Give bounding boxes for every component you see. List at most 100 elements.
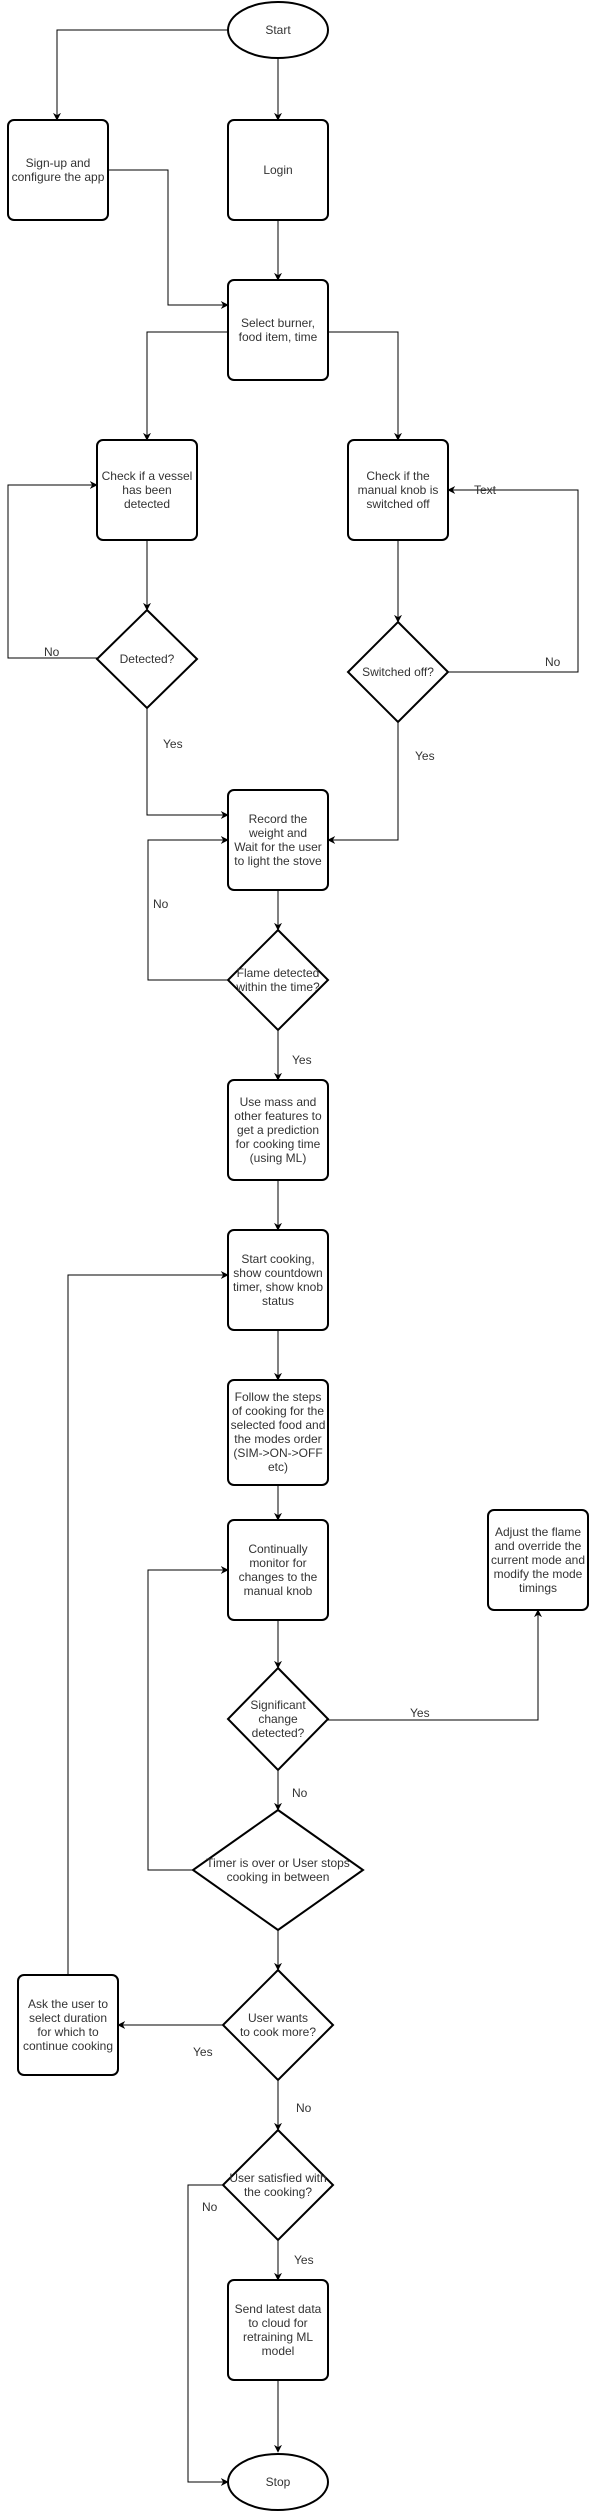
node-label: Detected?: [120, 652, 175, 666]
node-label-line: detected: [124, 497, 170, 511]
node-label-line: detected?: [252, 1726, 305, 1740]
node-select: Select burner,food item, time: [227, 279, 329, 381]
node-label-line: Stop: [266, 2475, 291, 2489]
node-label-line: change: [258, 1712, 298, 1726]
node-label-line: other features to: [234, 1109, 322, 1123]
node-label-line: (SIM->ON->OFF: [233, 1446, 322, 1460]
node-label-line: Flame detected: [237, 966, 320, 980]
node-label-line: select duration: [29, 2011, 107, 2025]
node-label-line: timer, show knob: [233, 1280, 323, 1294]
edge-significant-yes: [328, 1609, 542, 1721]
node-label: Start: [265, 23, 291, 37]
edge-detected-no: [7, 481, 98, 659]
node-label-line: etc): [268, 1460, 288, 1474]
node-label-line: current mode and: [491, 1553, 585, 1567]
edge-detected-yes: [146, 708, 229, 819]
node-label-line: Wait for the user: [234, 840, 322, 854]
edge-satisfied-no: [187, 2184, 229, 2486]
node-label-line: User satisfied with: [229, 2171, 326, 2185]
edge-ask-startcooking: [67, 1271, 229, 1975]
node-label-line: switched off: [366, 497, 430, 511]
node-label-line: changes to the: [239, 1570, 318, 1584]
node-label-line: to cloud for: [248, 2316, 307, 2330]
node-label-line: timings: [519, 1581, 557, 1595]
node-label-line: Use mass and: [240, 1095, 317, 1109]
node-label: Switched off?: [362, 665, 434, 679]
node-label-line: Significant: [250, 1698, 306, 1712]
node-label-line: retraining ML: [243, 2330, 313, 2344]
edge-switched-no: [447, 486, 579, 673]
node-label-line: User wants: [248, 2011, 308, 2025]
node-label-line: Send latest data: [235, 2302, 322, 2316]
node-label-line: show countdown: [233, 1266, 322, 1280]
node-label-line: the modes order: [234, 1432, 321, 1446]
edge-labels: Text No No Yes Yes No Yes Yes No Yes No …: [44, 483, 561, 2267]
node-stop: Stop: [227, 2453, 329, 2511]
edges: [7, 29, 579, 2486]
node-label-line: Adjust the flame: [495, 1525, 581, 1539]
edge-label-yes-satisfied: Yes: [294, 2253, 314, 2267]
node-label-line: of cooking for the: [232, 1404, 324, 1418]
node-start: Start: [227, 1, 329, 59]
node-label: Select burner,food item, time: [239, 316, 318, 344]
node-label-line: modify the mode: [494, 1567, 583, 1581]
node-label-line: food item, time: [239, 330, 318, 344]
node-label-line: for which to: [37, 2025, 99, 2039]
edge-switched-yes: [327, 722, 399, 844]
node-label-line: Start cooking,: [241, 1252, 314, 1266]
node-label-line: Sign-up and: [26, 156, 91, 170]
node-switched-off: Switched off?: [346, 620, 450, 724]
edge-signup-select: [108, 169, 229, 309]
node-label-line: Record the: [249, 812, 308, 826]
node-label-line: Timer is over or User stops: [206, 1856, 350, 1870]
node-label-line: Continually: [248, 1542, 307, 1556]
node-label-line: Check if the: [366, 469, 430, 483]
node-label-line: Detected?: [120, 652, 175, 666]
node-label-line: get a prediction: [237, 1123, 319, 1137]
node-label-line: selected food and: [231, 1418, 326, 1432]
edge-label-yes-flame: Yes: [292, 1053, 312, 1067]
node-label-line: Follow the steps: [235, 1390, 322, 1404]
node-label-line: manual knob is: [358, 483, 439, 497]
edge-label-yes-detected: Yes: [163, 737, 183, 751]
node-label-line: Start: [265, 23, 291, 37]
node-label-line: Check if a vessel: [102, 469, 193, 483]
node-label-line: for cooking time: [236, 1137, 321, 1151]
node-label-line: Ask the user to: [28, 1997, 108, 2011]
node-label-line: within the time?: [235, 980, 320, 994]
node-label: Stop: [266, 2475, 291, 2489]
edge-label-yes-switched: Yes: [415, 749, 435, 763]
node-label-line: weight and: [248, 826, 307, 840]
node-label-line: status: [262, 1294, 294, 1308]
edge-label-no-cookmore: No: [296, 2101, 312, 2115]
edge-label-no-switched: No: [545, 655, 561, 669]
